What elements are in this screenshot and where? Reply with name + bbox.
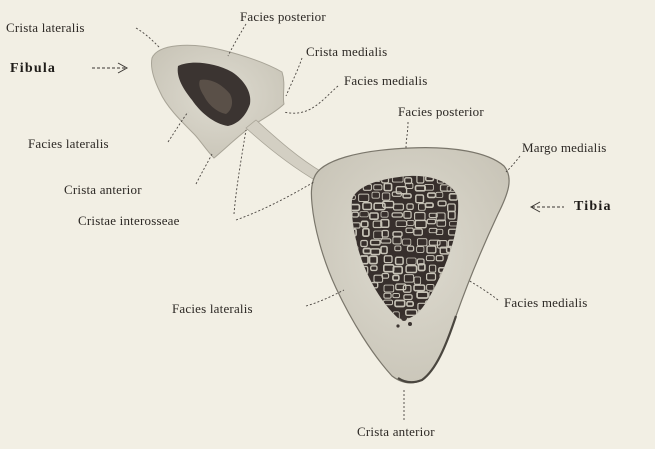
label-fibula-facies-posterior: Facies posterior: [240, 9, 326, 24]
label-fibula-facies-medialis: Facies medialis: [344, 73, 428, 88]
tibia-arrow: [531, 202, 564, 212]
fibula-arrow: [92, 63, 127, 73]
trabecula: [461, 310, 471, 317]
label-crista-medialis: Crista medialis: [306, 44, 387, 59]
label-tibia-crista-anterior: Crista anterior: [357, 424, 435, 439]
label-margo-medialis: Margo medialis: [522, 140, 607, 155]
tibia-section: [311, 148, 509, 383]
label-cristae-interosseae: Cristae interosseae: [78, 213, 180, 228]
label-fibula-facies-lateralis: Facies lateralis: [28, 136, 109, 151]
interosseous-membrane: [246, 120, 322, 182]
label-fibula: Fibula: [10, 61, 56, 76]
label-tibia: Tibia: [574, 199, 612, 214]
label-fibula-crista-anterior: Crista anterior: [64, 182, 142, 197]
trabecula: [462, 304, 472, 311]
label-tibia-facies-medialis: Facies medialis: [504, 295, 588, 310]
label-crista-lateralis: Crista lateralis: [6, 20, 85, 35]
trabecula: [458, 319, 467, 324]
label-tibia-facies-posterior: Facies posterior: [398, 104, 484, 119]
label-tibia-facies-lateralis: Facies lateralis: [172, 301, 253, 316]
